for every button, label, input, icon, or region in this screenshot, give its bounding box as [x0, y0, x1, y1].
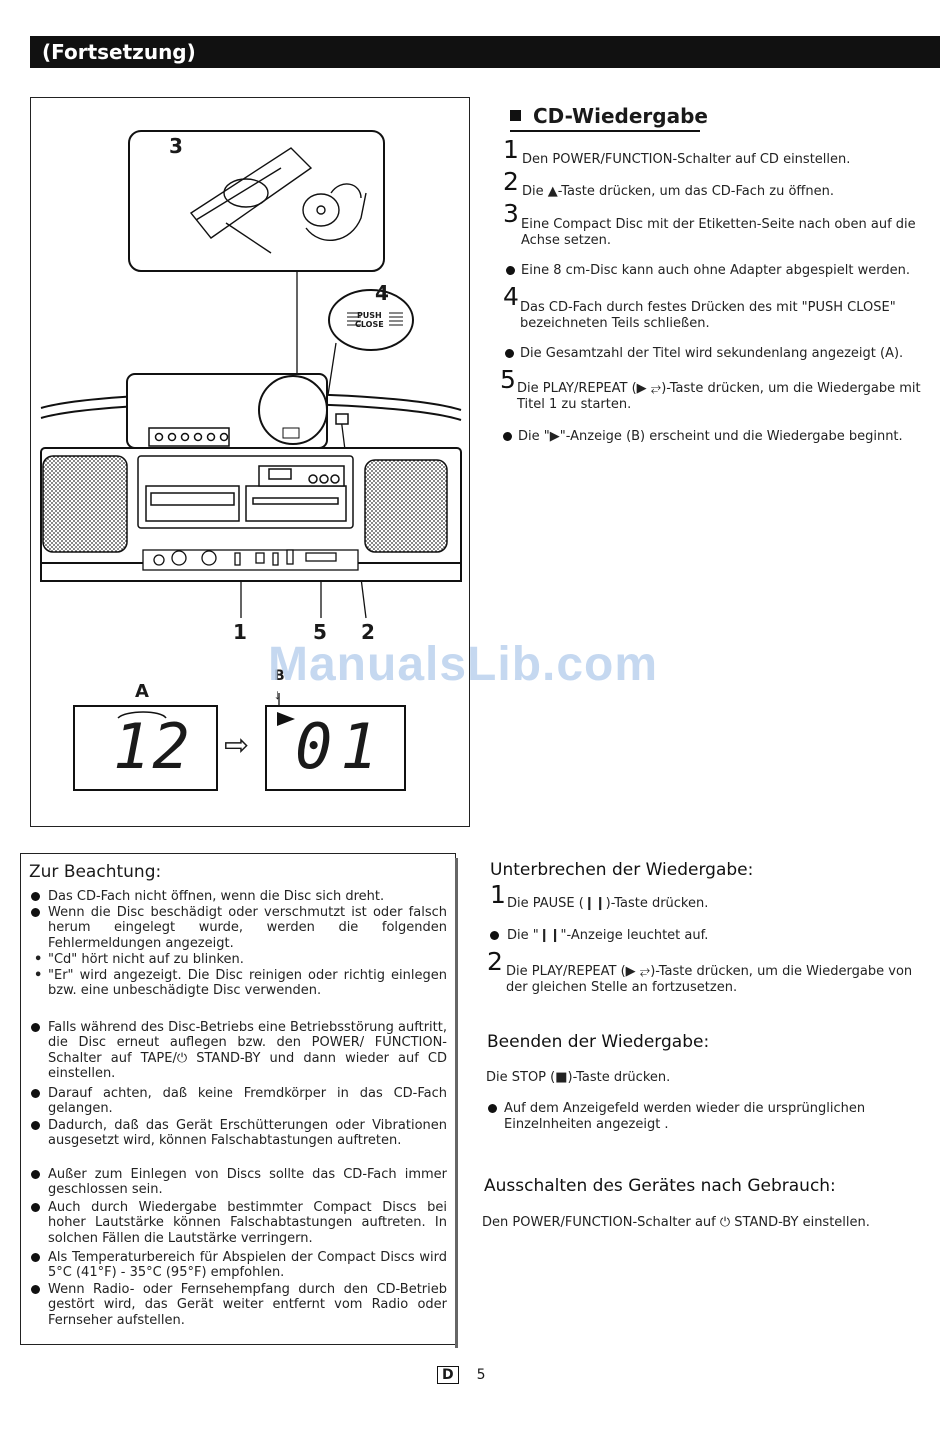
title-underline [510, 130, 700, 132]
cd-note-play: Die "▶"-Anzeige (B) erscheint und die Wi… [518, 429, 903, 444]
cd-step-1: Den POWER/FUNCTION-Schalter auf CD einst… [522, 152, 851, 167]
off-line: Den POWER/FUNCTION-Schalter auf ⏻ STAND-… [482, 1215, 870, 1230]
illustration-box: 3 4 PUSH CLOSE 1 5 2 A B ↓ 12 ⇨ 01 [30, 97, 470, 827]
close-label: CLOSE [355, 320, 384, 329]
label-b: B [274, 668, 285, 684]
pause-step-1: Die PAUSE (❙❙)-Taste drücken. [507, 896, 709, 911]
arrow-down-icon: ↓ [274, 686, 281, 702]
bullet-icon [503, 432, 512, 441]
bullet-icon [490, 931, 499, 940]
pause-step-2: Die PLAY/REPEAT (▶ ⥂)-Taste drücken, um … [506, 964, 913, 995]
step-number: 1 [503, 135, 519, 164]
header-title: (Fortsetzung) [42, 40, 196, 64]
push-label: PUSH [356, 311, 382, 320]
step-number: 2 [503, 167, 519, 196]
callout-1: 1 [233, 620, 247, 644]
step-number: 1 [490, 880, 506, 909]
cd-step-4: Das CD-Fach durch festes Drücken des mit… [520, 300, 896, 331]
callout-3: 3 [169, 134, 183, 158]
stop-note: Auf dem Anzeigefeld werden wieder die ur… [504, 1101, 866, 1132]
square-bullet-icon [510, 110, 521, 121]
stop-title: Beenden der Wiedergabe: [487, 1032, 710, 1052]
header-bar: (Fortsetzung) [30, 36, 940, 68]
arrow-right-icon: ⇨ [224, 729, 250, 762]
lcd-display-b: 01 [295, 710, 386, 783]
lcd-display-a: 12 [113, 710, 192, 783]
bullet-icon [505, 349, 514, 358]
label-a: A [135, 681, 149, 702]
notes-box: Zur Beachtung: Das CD-Fach nicht öffnen,… [20, 853, 458, 1348]
stop-line: Die STOP (■)-Taste drücken. [486, 1070, 671, 1085]
watermark: ManualsLib.com [268, 638, 659, 691]
cd-note-8cm: Eine 8 cm-Disc kann auch ohne Adapter ab… [521, 263, 910, 278]
cd-step-2: Die ▲-Taste drücken, um das CD-Fach zu ö… [522, 184, 834, 199]
cd-note-total: Die Gesamtzahl der Titel wird sekundenla… [520, 346, 904, 361]
bullet-icon [506, 266, 515, 275]
callout-2: 2 [361, 620, 375, 644]
step-number: 5 [500, 365, 516, 394]
cd-section-title: CD-Wiedergabe [510, 104, 708, 132]
off-title: Ausschalten des Gerätes nach Gebrauch: [484, 1176, 836, 1196]
pause-note: Die "❙❙"-Anzeige leuchtet auf. [507, 928, 709, 943]
step-number: 4 [503, 282, 519, 311]
cd-title-text: CD-Wiedergabe [533, 104, 708, 128]
bullet-icon [488, 1104, 497, 1113]
device-illustration [40, 130, 462, 791]
push-close-label: PUSH CLOSE [355, 311, 384, 329]
callout-5: 5 [313, 620, 327, 644]
step-number: 3 [503, 199, 519, 228]
pause-title: Unterbrechen der Wiedergabe: [490, 860, 754, 880]
cd-step-3: Eine Compact Disc mit der Etiketten-Seit… [521, 217, 916, 248]
page-number: 5 [476, 1367, 486, 1383]
language-badge: D [437, 1366, 459, 1384]
step-number: 2 [487, 947, 503, 976]
notes-title: Zur Beachtung: [29, 862, 162, 882]
callout-4: 4 [375, 281, 389, 305]
cd-step-5: Die PLAY/REPEAT (▶ ⥂)-Taste drücken, um … [517, 381, 921, 412]
